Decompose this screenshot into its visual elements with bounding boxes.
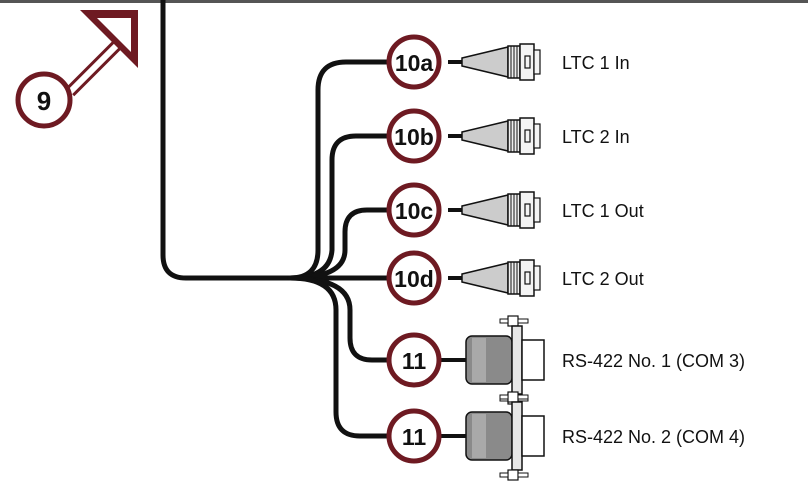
callout-9: 9: [15, 71, 73, 129]
callout-10b: 10b: [386, 108, 442, 164]
label-ltc2-in: LTC 2 In: [562, 127, 630, 147]
label-ltc2-out: LTC 2 Out: [562, 269, 644, 289]
callout-11-com3-text: 11: [402, 348, 427, 374]
callout-11-com3: 11: [386, 332, 442, 388]
callout-9-text: 9: [37, 86, 51, 116]
bnc-connector-icon: [446, 42, 542, 82]
bnc-connector-icon: [446, 258, 542, 298]
callout-10c-text: 10c: [395, 198, 434, 224]
callout-10c: 10c: [386, 182, 442, 238]
callout-10a: 10a: [386, 34, 442, 90]
cable-bundle: [160, 0, 391, 439]
dsub-connector-icon: [465, 315, 545, 405]
callout-10d: 10d: [386, 250, 442, 306]
callout-11-com4-text: 11: [402, 424, 427, 450]
callout-10d-text: 10d: [394, 266, 434, 292]
label-rs422-com3: RS-422 No. 1 (COM 3): [562, 351, 745, 371]
label-ltc1-in: LTC 1 In: [562, 53, 630, 73]
top-bar: [0, 0, 808, 3]
bnc-connector-icon: [446, 116, 542, 156]
callout-11-com4: 11: [386, 408, 442, 464]
arrow-up-right-icon: [65, 10, 138, 97]
label-rs422-com4: RS-422 No. 2 (COM 4): [562, 427, 745, 447]
callout-10b-text: 10b: [394, 124, 434, 150]
callout-10a-text: 10a: [395, 50, 434, 76]
label-ltc1-out: LTC 1 Out: [562, 201, 644, 221]
bnc-connector-icon: [446, 190, 542, 230]
dsub-connector-icon: [465, 391, 545, 481]
